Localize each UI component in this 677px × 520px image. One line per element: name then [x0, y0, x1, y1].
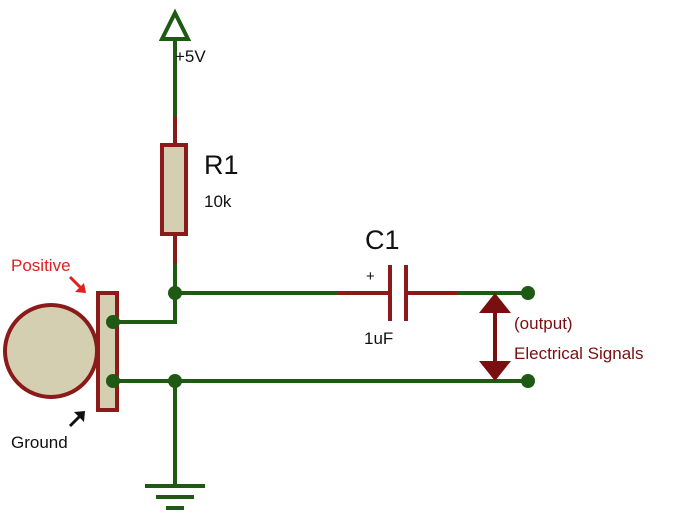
- junction-mic-positive: [106, 315, 120, 329]
- output-label: (output): [514, 314, 573, 333]
- ground-pointer-icon: [68, 411, 85, 428]
- ground-symbol-icon: [145, 484, 205, 510]
- resistor-value: 10k: [204, 192, 232, 211]
- power-arrow-icon: [158, 8, 192, 41]
- resistor-body: [160, 143, 188, 236]
- power-label: +5V: [175, 47, 206, 66]
- ground-label: Ground: [11, 433, 68, 452]
- output-signal-label: Electrical Signals: [514, 344, 643, 363]
- output-arrow-down-icon: [479, 361, 511, 381]
- microphone-capsule: [3, 303, 99, 399]
- capacitor-c1: + C1 1uF: [338, 225, 458, 348]
- positive-label: Positive: [11, 256, 71, 275]
- positive-pointer-icon: [68, 275, 86, 293]
- junction-mic-ground: [106, 374, 120, 388]
- junctions: [106, 286, 535, 388]
- output-terminal-top: [521, 286, 535, 300]
- microphone-plate: [96, 291, 119, 412]
- output-arrow-up-icon: [479, 293, 511, 313]
- capacitor-polarity: +: [366, 268, 375, 285]
- output-indicator: (output) Electrical Signals: [479, 293, 643, 381]
- wires: [111, 38, 530, 486]
- power-symbol: +5V: [158, 8, 206, 66]
- resistor-name: R1: [204, 150, 239, 180]
- output-terminal-bottom: [521, 374, 535, 388]
- resistor-r1: R1 10k: [160, 116, 239, 264]
- capacitor-value: 1uF: [364, 329, 393, 348]
- junction-ground: [168, 374, 182, 388]
- capacitor-name: C1: [365, 225, 400, 255]
- junction-r1-c1: [168, 286, 182, 300]
- wire-mic-positive: [111, 291, 177, 324]
- microphone: Positive Ground: [3, 256, 119, 452]
